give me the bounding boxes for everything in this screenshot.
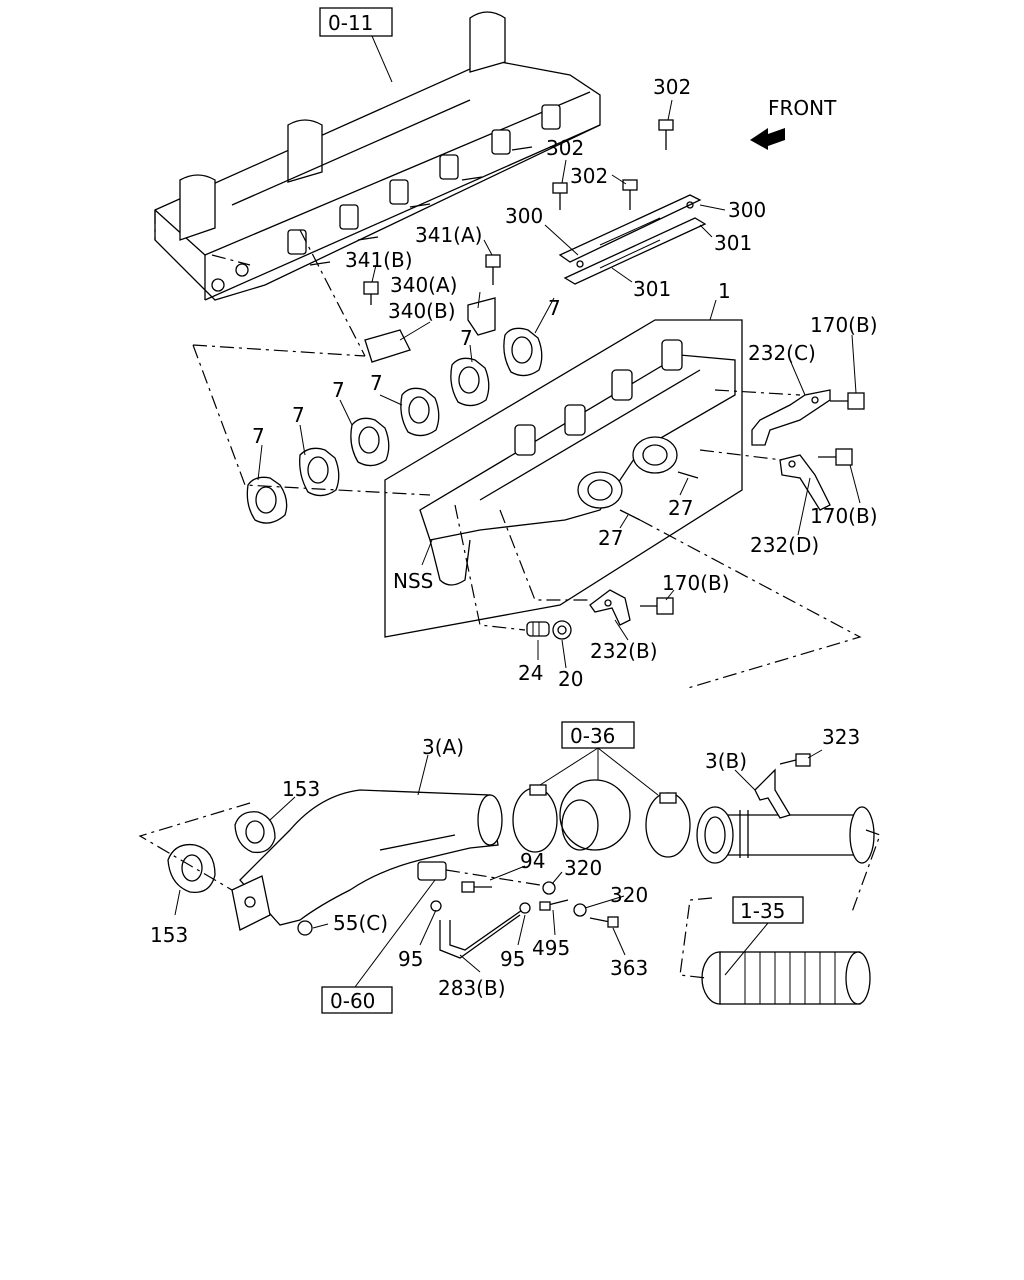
label-301-bottom: 301 [633,277,671,301]
gaskets-153 [167,811,276,894]
label-340a: 340(A) [390,273,457,297]
label-95-a: 95 [398,947,423,971]
stud-nut-24-20 [526,620,572,640]
label-7-c: 7 [370,371,383,395]
label-24: 24 [518,661,543,685]
label-170b-top: 170(B) [810,313,878,337]
label-94: 94 [520,849,545,873]
ref-0-36-label: 0-36 [570,724,615,748]
ref-box-0-11: 0-11 [319,7,393,83]
label-300-right: 300 [728,198,766,222]
label-170b-mid: 170(B) [810,504,878,528]
front-arrow-icon [750,128,785,150]
label-3a: 3(A) [422,735,464,759]
ref-1-35-label: 1-35 [740,899,785,923]
callout-labels: 302 302 302 300 300 301 301 341(A) 341(B… [150,75,878,1000]
label-153-top: 153 [282,777,320,801]
manifold-gaskets [246,327,543,524]
label-495: 495 [532,936,570,960]
label-nss: NSS [393,569,433,593]
label-95-b: 95 [500,947,525,971]
label-3b: 3(B) [705,749,747,773]
brackets-232 [589,389,865,626]
cylinder-head [154,11,601,301]
alignment-lines-top [154,210,862,689]
small-fittings [297,861,619,959]
flex-pipe-1-35 [701,951,871,1005]
exhaust-pipe-3a [231,789,503,931]
label-363: 363 [610,956,648,980]
label-341a: 341(A) [415,223,482,247]
label-232d: 232(D) [750,533,819,557]
label-7-f: 7 [252,424,265,448]
label-340b: 340(B) [388,299,456,323]
label-7-d: 7 [332,378,345,402]
label-27-a: 27 [668,496,693,520]
front-label: FRONT [768,96,837,120]
label-232c: 232(C) [748,341,816,365]
label-153-bottom: 153 [150,923,188,947]
exhaust-manifold [384,319,743,638]
label-300-left: 300 [505,204,543,228]
front-indicator: FRONT [750,96,837,150]
alignment-lines-bottom [138,802,881,979]
label-1: 1 [718,279,731,303]
ref-box-0-36: 0-36 [539,721,659,796]
label-232b: 232(B) [590,639,658,663]
label-283b: 283(B) [438,976,506,1000]
label-20: 20 [558,667,583,691]
label-302-top: 302 [653,75,691,99]
label-301-right: 301 [714,231,752,255]
exhaust-pipe-3b [696,753,875,864]
label-320-a: 320 [564,856,602,880]
ref-box-0-60: 0-60 [321,879,436,1014]
leader-lines-top [257,99,861,669]
label-302-b: 302 [570,164,608,188]
label-27-b: 27 [598,526,623,550]
ref-box-1-35: 1-35 [724,896,804,976]
leader-lines-bottom [174,749,823,973]
brackets-340 [363,254,501,363]
clamp-and-sleeve-0-36 [512,779,691,858]
label-7-b: 7 [460,326,473,350]
label-7-a: 7 [548,296,561,320]
label-7-e: 7 [292,403,305,427]
label-323: 323 [822,725,860,749]
ref-0-60-label: 0-60 [330,989,375,1013]
bolt-302-set [552,119,674,210]
label-341b: 341(B) [345,248,413,272]
heat-shield-plates [558,194,707,285]
label-320-b: 320 [610,883,648,907]
label-170b-low: 170(B) [662,571,730,595]
label-55c: 55(C) [333,911,388,935]
ref-0-11-label: 0-11 [328,11,373,35]
label-302-a: 302 [546,136,584,160]
